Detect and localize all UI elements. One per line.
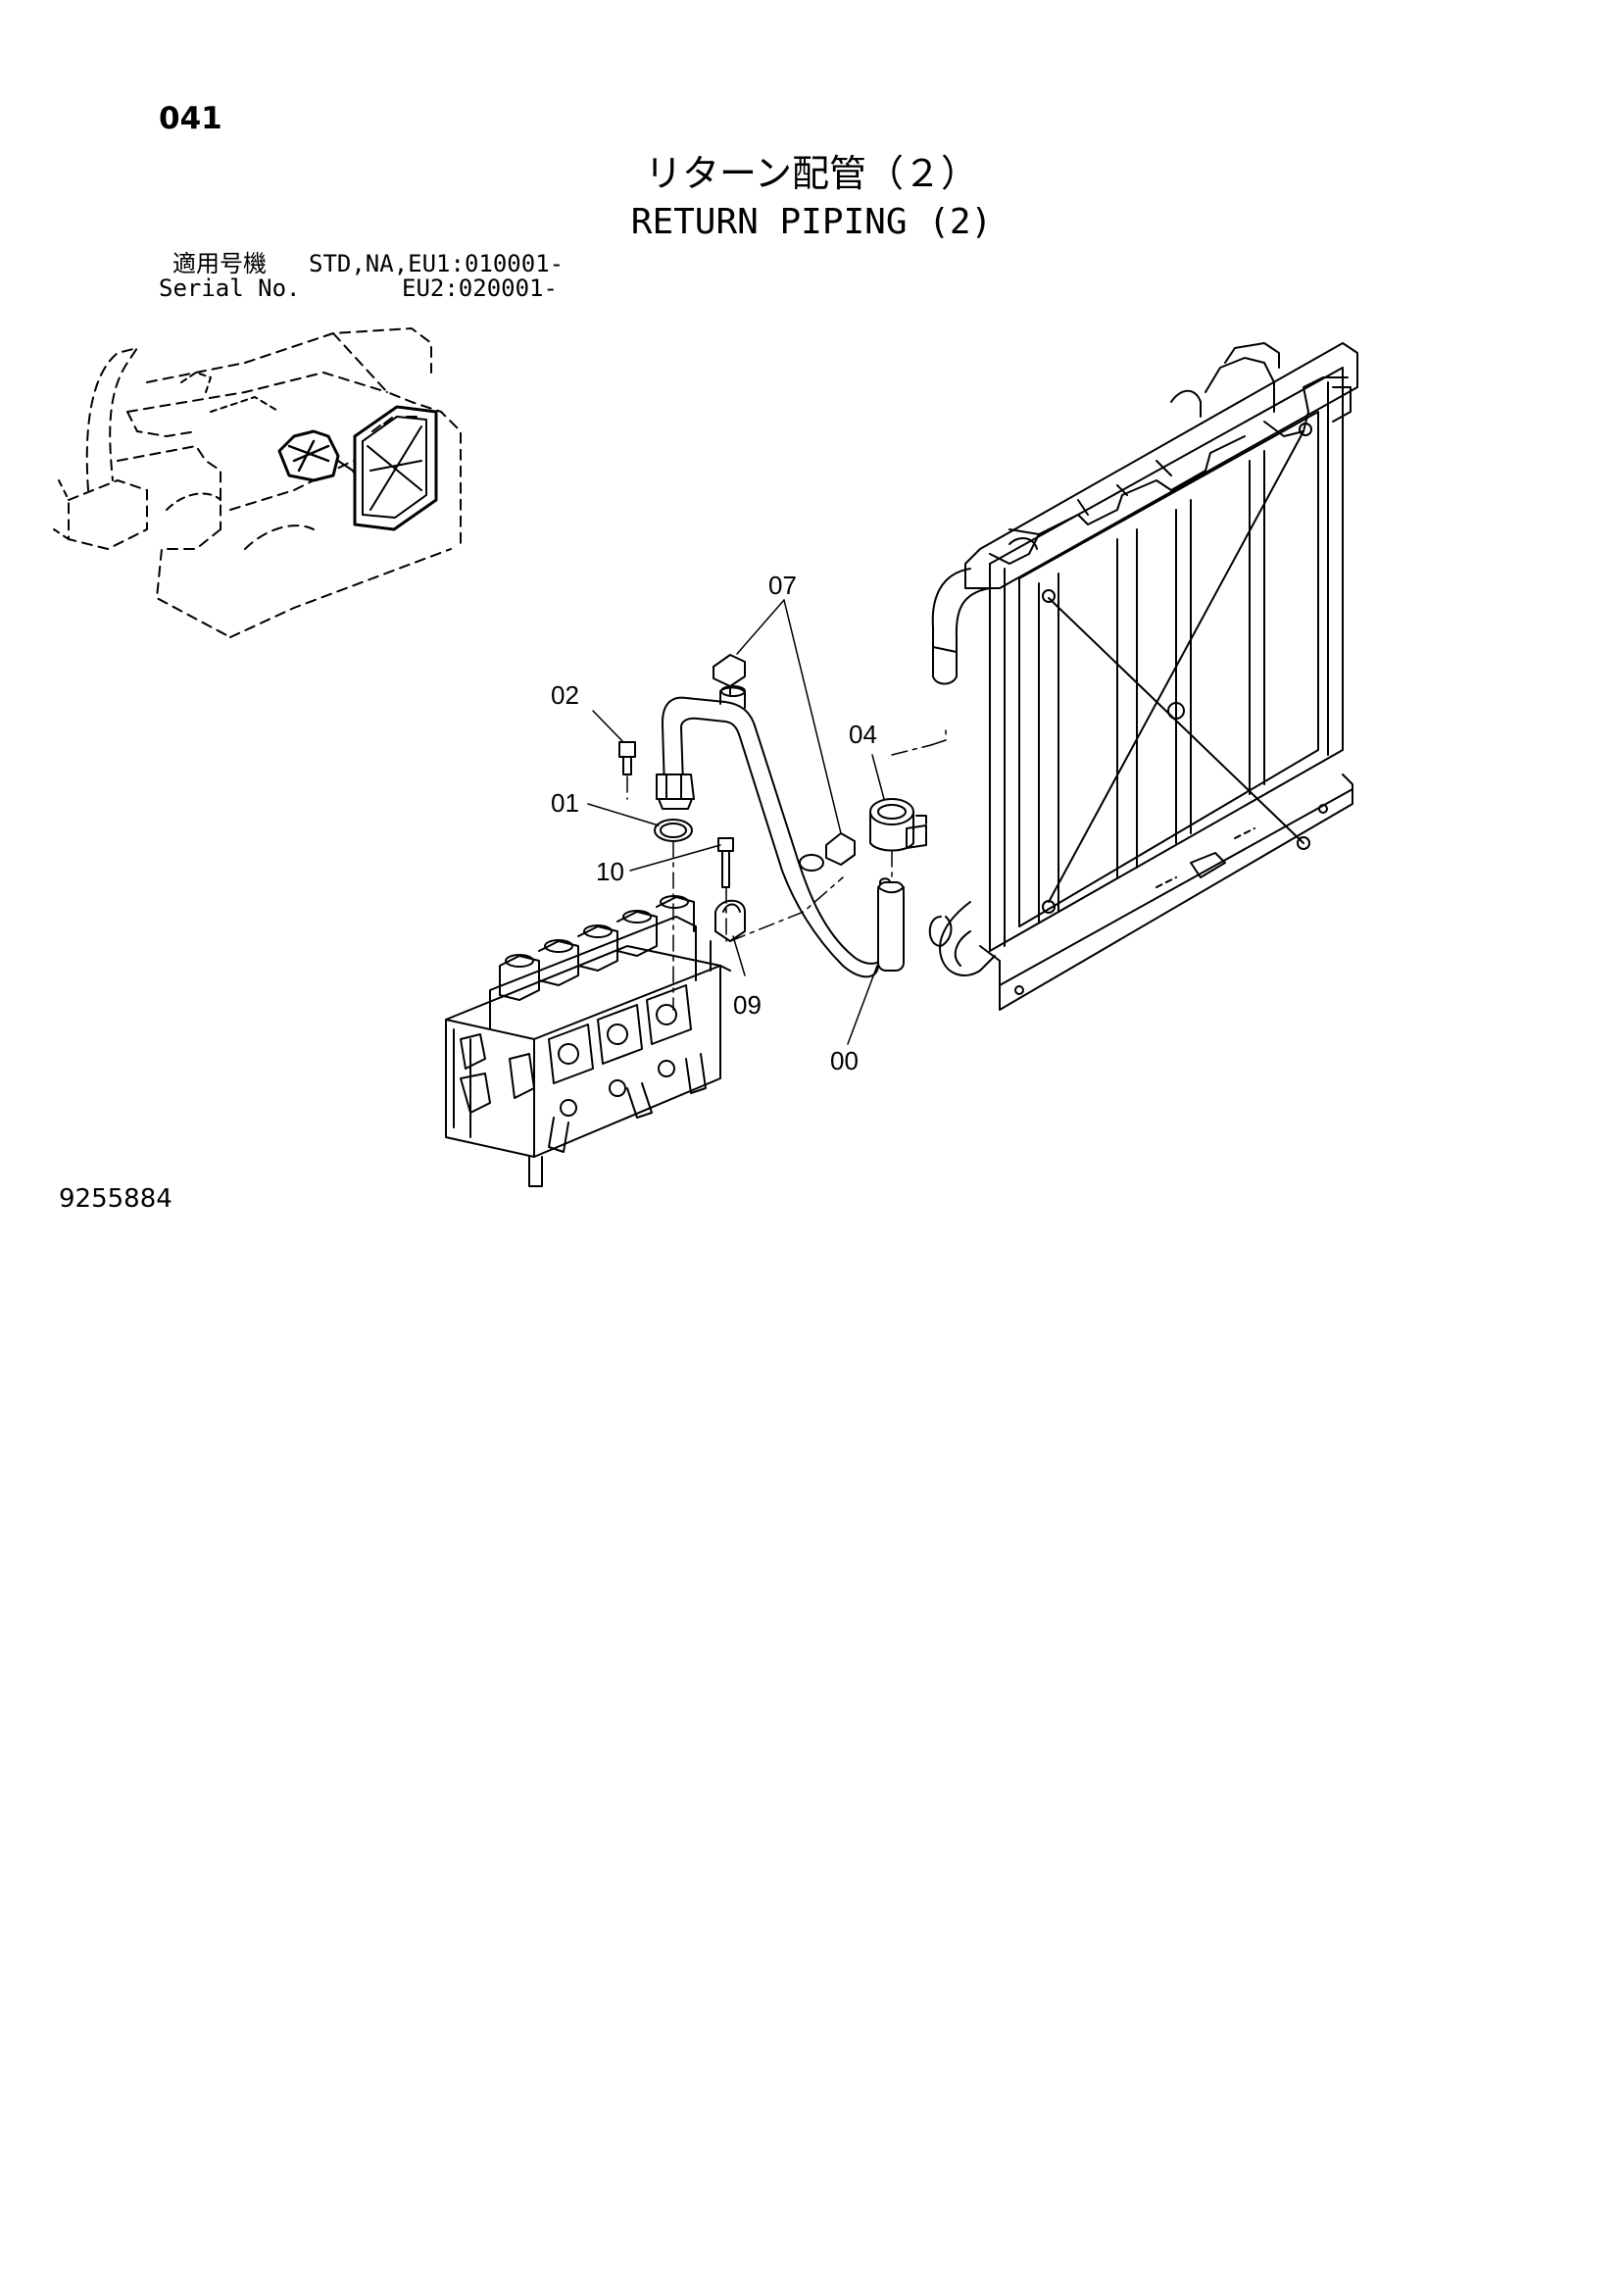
callout-09: 09 (733, 990, 762, 1020)
page-title-english: RETURN PIPING (2) (630, 202, 993, 242)
serial-range-1: STD,NA,EU1:010001- (309, 250, 565, 277)
drawing-number: 9255884 (59, 1184, 172, 1214)
page-number: 041 (159, 101, 222, 136)
serial-label-japanese: 適用号機 (172, 250, 267, 277)
callout-10: 10 (596, 857, 624, 886)
hose-clamp-04 (869, 798, 927, 852)
callout-07: 07 (768, 571, 797, 600)
callout-leader-lines (587, 599, 885, 1045)
clamp-09 (714, 899, 746, 942)
bolt-02 (618, 741, 636, 775)
callout-01: 01 (551, 788, 579, 818)
serial-label-english: Serial No. (159, 275, 301, 302)
callout-02: 02 (551, 680, 579, 710)
return-pipe (656, 685, 905, 978)
o-ring-01 (654, 819, 693, 842)
page-title-japanese: リターン配管（２） (644, 152, 979, 195)
excavator-locator-illustration (53, 327, 462, 638)
callout-00: 00 (830, 1046, 859, 1075)
radiator-assembly (928, 342, 1358, 1011)
serial-range-2: EU2:020001- (402, 275, 558, 302)
assembly-center-lines (626, 729, 947, 1011)
callout-labels: 07 02 04 01 10 09 00 (551, 571, 877, 1075)
callout-04: 04 (849, 720, 877, 749)
control-valve-block (445, 895, 731, 1187)
